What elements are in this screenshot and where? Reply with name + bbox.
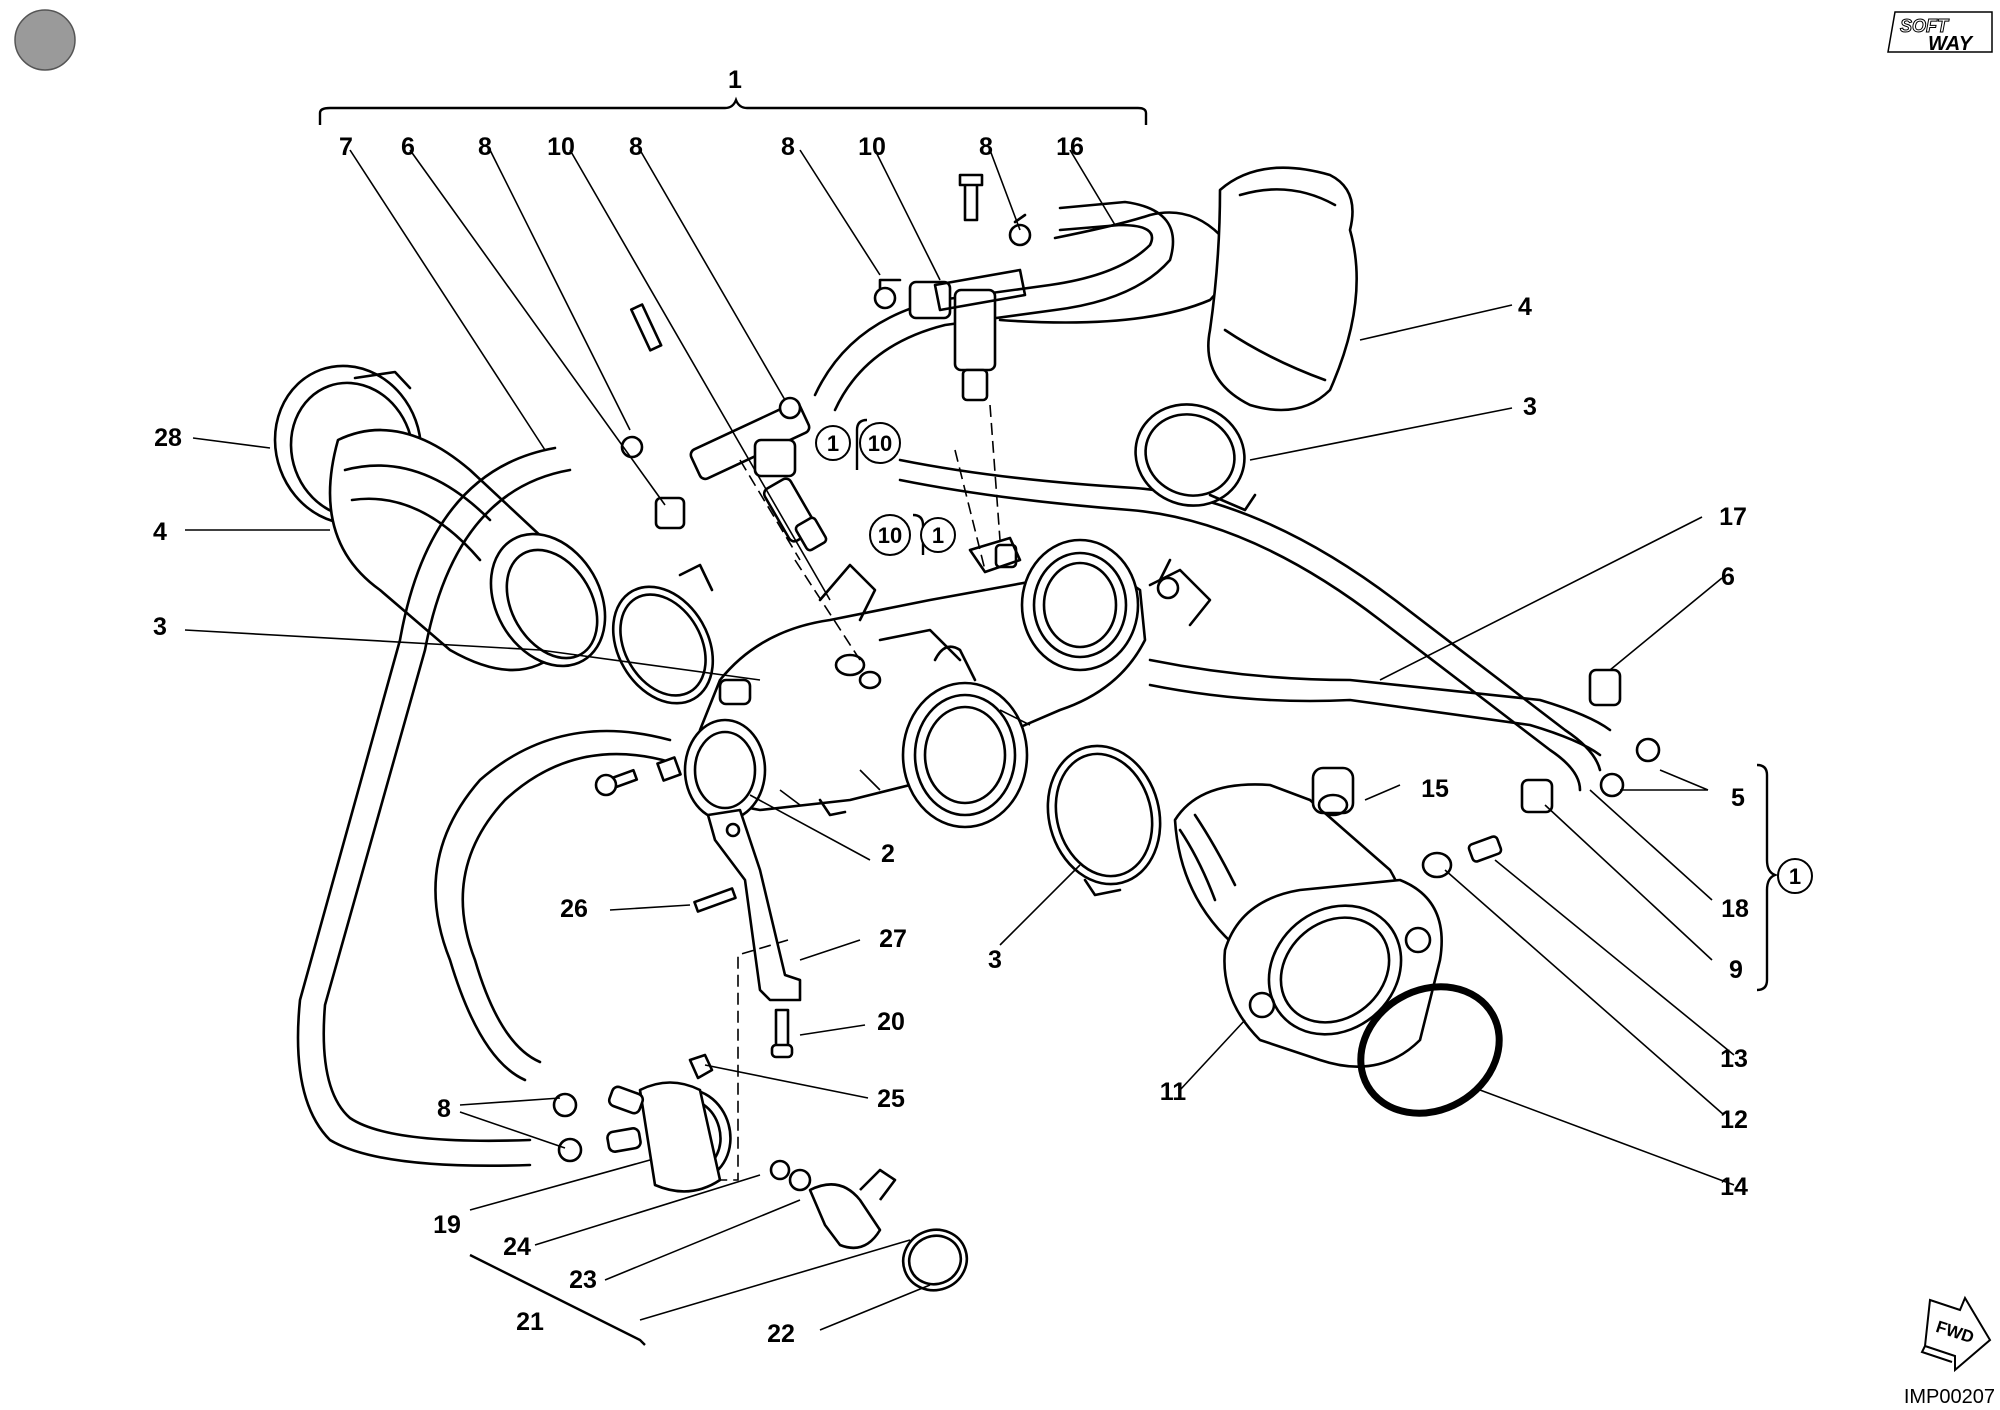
hose-7 — [296, 446, 557, 1168]
brace-21 — [469, 1253, 646, 1346]
label-13: 13 — [1720, 1045, 1748, 1073]
fuel-rail-lower — [620, 303, 1022, 574]
label-26: 26 — [560, 895, 588, 923]
label-4: 4 — [153, 518, 167, 546]
circled-ref-1-a: 1 — [815, 425, 851, 461]
label-17: 17 — [1719, 503, 1747, 531]
part-labels: 1 7 6 8 10 8 8 10 8 16 28 4 3 4 3 17 6 1… — [153, 66, 1749, 1348]
svg-text:10: 10 — [878, 523, 902, 548]
circled-ref-1-b: 1 — [920, 517, 956, 553]
bracket-27 — [594, 756, 802, 1059]
intake-manifold-left — [273, 364, 715, 705]
label-15: 15 — [1421, 775, 1449, 803]
clamp-3-center — [1046, 744, 1162, 886]
label-27: 27 — [879, 925, 907, 953]
label-28: 28 — [154, 424, 182, 452]
fwd-arrow-icon: FWD — [1920, 1295, 1992, 1373]
label-16: 16 — [1056, 133, 1084, 161]
label-8: 8 — [979, 133, 993, 161]
label-3: 3 — [153, 613, 167, 641]
leader-lines — [184, 149, 1735, 1331]
label-7: 7 — [339, 133, 353, 161]
svg-text:10: 10 — [868, 431, 892, 456]
drawing-code: IMP00207 — [1904, 1386, 1995, 1408]
label-8: 8 — [629, 133, 643, 161]
circled-ref-10-a: 10 — [859, 422, 901, 464]
label-24: 24 — [503, 1233, 531, 1261]
label-8: 8 — [478, 133, 492, 161]
svg-text:1: 1 — [1789, 864, 1801, 889]
label-9: 9 — [1729, 956, 1743, 984]
label-8: 8 — [437, 1095, 451, 1123]
label-19: 19 — [433, 1211, 461, 1239]
label-22: 22 — [767, 1320, 795, 1348]
label-14: 14 — [1720, 1173, 1748, 1201]
hose-17 — [1148, 658, 1612, 732]
svg-text:SOFT: SOFT — [1900, 16, 1950, 36]
circled-ref-10-b: 10 — [869, 514, 911, 556]
soft-way-logo: SOFT WAY — [1887, 11, 1993, 55]
fuel-rail-upper — [813, 173, 1175, 412]
label-6: 6 — [401, 133, 415, 161]
hose-18 — [898, 478, 1582, 792]
label-20: 20 — [877, 1008, 905, 1036]
o-ring-14 — [1357, 983, 1503, 1117]
label-25: 25 — [877, 1085, 905, 1113]
hose-loop-left — [434, 729, 672, 1082]
label-21: 21 — [516, 1308, 544, 1336]
grey-disc-icon — [14, 9, 76, 71]
circled-ref-1-c: 1 — [1777, 858, 1813, 894]
label-2: 2 — [881, 840, 895, 868]
manifold-flange-11 — [1173, 783, 1443, 1068]
label-10: 10 — [858, 133, 886, 161]
label-3: 3 — [1523, 393, 1537, 421]
label-1: 1 — [728, 66, 742, 94]
label-3: 3 — [988, 946, 1002, 974]
label-11: 11 — [1160, 1078, 1187, 1106]
svg-text:1: 1 — [932, 523, 944, 548]
label-23: 23 — [569, 1266, 597, 1294]
label-4: 4 — [1518, 293, 1532, 321]
svg-text:WAY: WAY — [1928, 33, 1974, 55]
throttle-body-2 — [683, 538, 1212, 829]
pressure-regulator-19 — [552, 1053, 969, 1292]
label-18: 18 — [1721, 895, 1749, 923]
intake-manifold-right — [1134, 166, 1358, 512]
label-12: 12 — [1720, 1106, 1748, 1134]
spacers-right — [1311, 668, 1661, 879]
brace-1 — [318, 96, 1148, 125]
label-5: 5 — [1731, 784, 1745, 812]
label-6: 6 — [1721, 563, 1735, 591]
label-8: 8 — [781, 133, 795, 161]
label-10: 10 — [547, 133, 575, 161]
svg-text:1: 1 — [827, 431, 839, 456]
